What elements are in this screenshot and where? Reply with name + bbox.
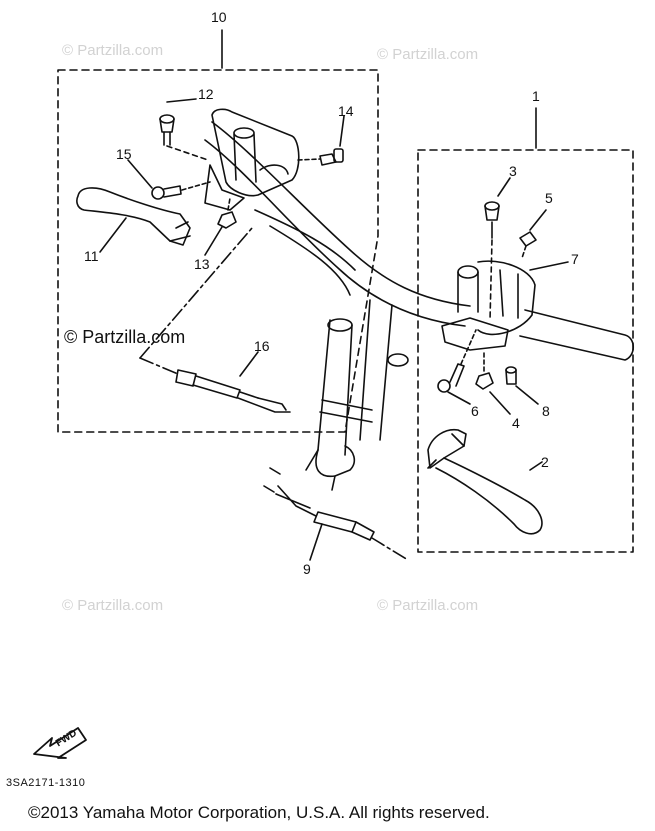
callout-11: 11 [84,248,99,264]
callout-7: 7 [571,251,579,267]
callout-8: 8 [542,403,550,419]
switch-16 [139,227,291,413]
bolt-8 [505,366,539,405]
screw-15 [127,159,211,200]
callout-12: 12 [198,86,214,102]
nut-4 [475,351,511,415]
switch-9 [263,467,409,561]
right-lever-holder-7 [441,260,569,351]
callout-16: 16 [254,338,270,354]
screw-6 [437,329,477,405]
callout-2: 2 [541,454,549,470]
watermark-dark: © Partzilla.com [64,327,186,347]
watermark-bottom-right: © Partzilla.com [377,597,479,614]
callout-9: 9 [303,561,311,577]
right-lever-2 [427,428,543,535]
handlebar [204,121,635,491]
left-lever-11 [76,187,191,253]
bolt-5 [519,209,547,259]
callout-10: 10 [211,9,227,25]
callout-14: 14 [338,103,354,119]
bolt-12 [159,98,209,161]
watermark-top-left: © Partzilla.com [62,42,164,59]
callout-13: 13 [194,256,210,272]
callout-6: 6 [471,403,479,419]
callout-4: 4 [512,415,520,431]
watermark-bottom-left: © Partzilla.com [62,597,164,614]
assembly-10-boundary [57,69,379,433]
watermark-top-right: © Partzilla.com [377,46,479,63]
fwd-arrow-icon [33,727,87,759]
nut-13 [204,197,237,256]
callout-1: 1 [532,88,540,104]
callout-15: 15 [116,146,132,162]
left-lever-holder [204,108,300,211]
bolt-3 [484,177,511,321]
callout-3: 3 [509,163,517,179]
copyright-notice: ©2013 Yamaha Motor Corporation, U.S.A. A… [28,803,490,822]
assembly-1-boundary [417,149,634,553]
callout-5: 5 [545,190,553,206]
bolt-14 [297,115,345,166]
drawing-code: 3SA2171-1310 [6,777,86,789]
